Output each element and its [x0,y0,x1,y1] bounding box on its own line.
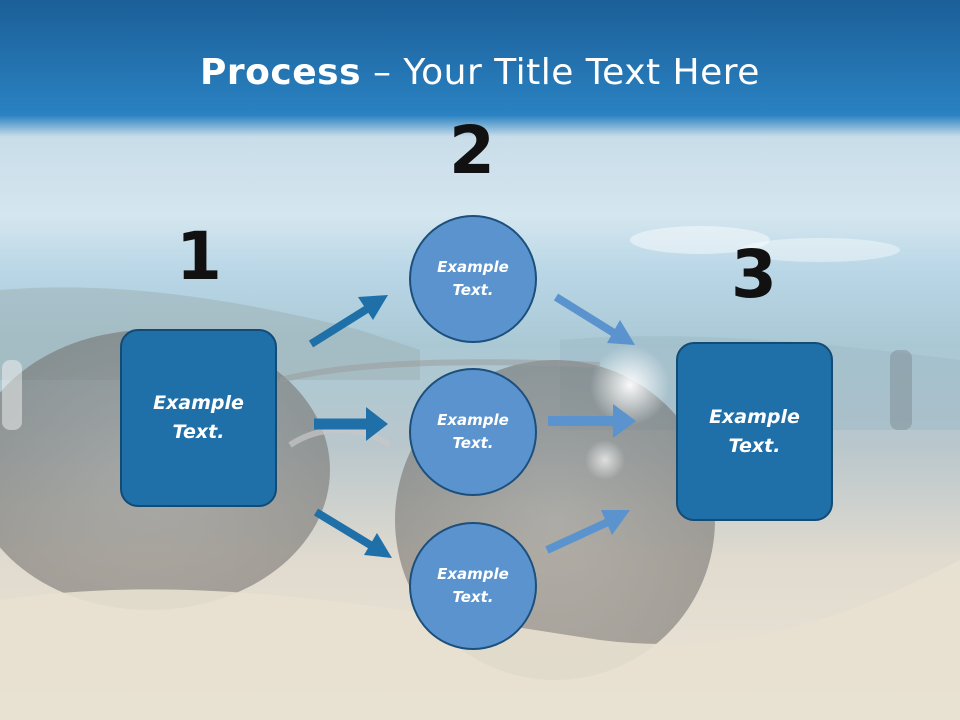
arrow-to-middle-circle [314,407,388,441]
arrow-from-middle-circle [548,404,636,438]
circle-middle: Example Text. [409,368,537,496]
step-1-label: Example Text. [153,392,244,443]
step-number-3: 3 [731,236,777,313]
circle-middle-label: Example Text. [437,411,509,452]
arrow-from-bottom-circle [545,510,630,554]
slide-title-rest: – Your Title Text Here [361,52,760,93]
arrow-to-bottom-circle [313,508,392,558]
slide-title: Process – Your Title Text Here [0,52,960,93]
circle-bottom-label: Example Text. [437,565,509,606]
step-number-1: 1 [176,218,222,295]
slide-title-bold: Process [200,52,362,93]
step-1-box: Example Text. [120,329,277,507]
arrow-to-top-circle [308,295,388,348]
step-3-label: Example Text. [709,405,800,457]
circle-top-label: Example Text. [437,258,509,299]
arrow-from-top-circle [553,293,635,345]
step-number-2: 2 [449,112,495,189]
circle-top: Example Text. [409,215,537,343]
circle-bottom: Example Text. [409,522,537,650]
step-3-box: Example Text. [676,342,833,521]
